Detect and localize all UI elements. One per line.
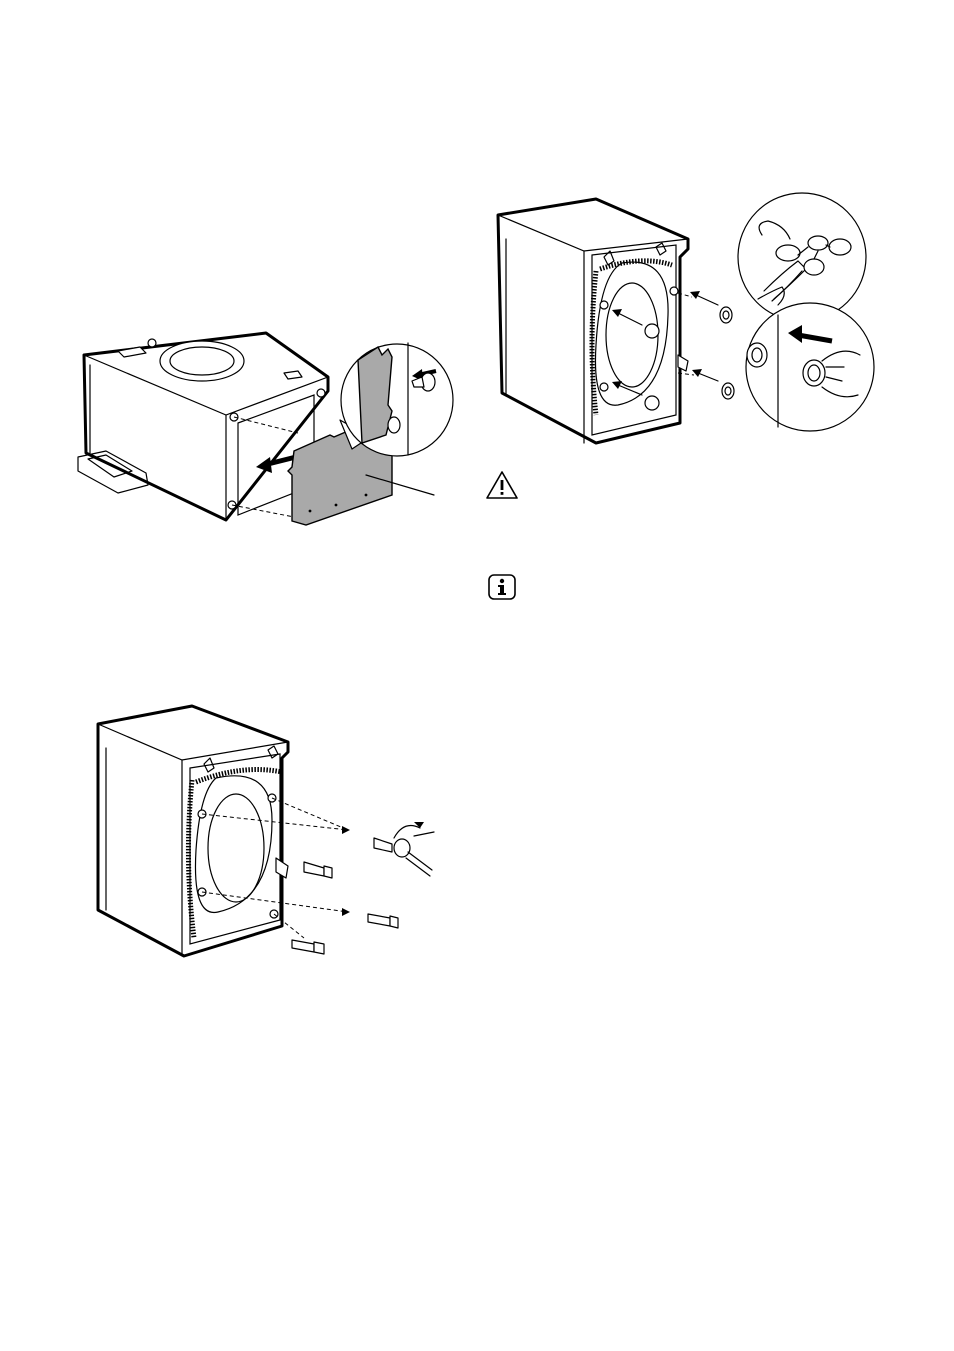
washing-machine-rear-icon: [498, 199, 688, 443]
warning-triangle-icon: [485, 470, 519, 500]
transit-hole-plugs-illustration: [492, 195, 872, 435]
plug-cap-icon: [720, 307, 734, 399]
hand-icon: [746, 303, 874, 431]
transit-bolt-icon: [292, 838, 398, 954]
pliers-icon: [738, 193, 866, 321]
info-icon: [488, 574, 516, 600]
washing-machine-rear-icon: [98, 706, 288, 956]
arrow-icon: [342, 826, 350, 916]
packaging-base-icon: [78, 451, 148, 493]
transit-bolt-removal-illustration: [92, 700, 442, 965]
rear-panel-fitting-illustration: [66, 325, 446, 530]
magnifier-callout-icon: [340, 343, 453, 456]
spanner-icon: [394, 822, 434, 876]
